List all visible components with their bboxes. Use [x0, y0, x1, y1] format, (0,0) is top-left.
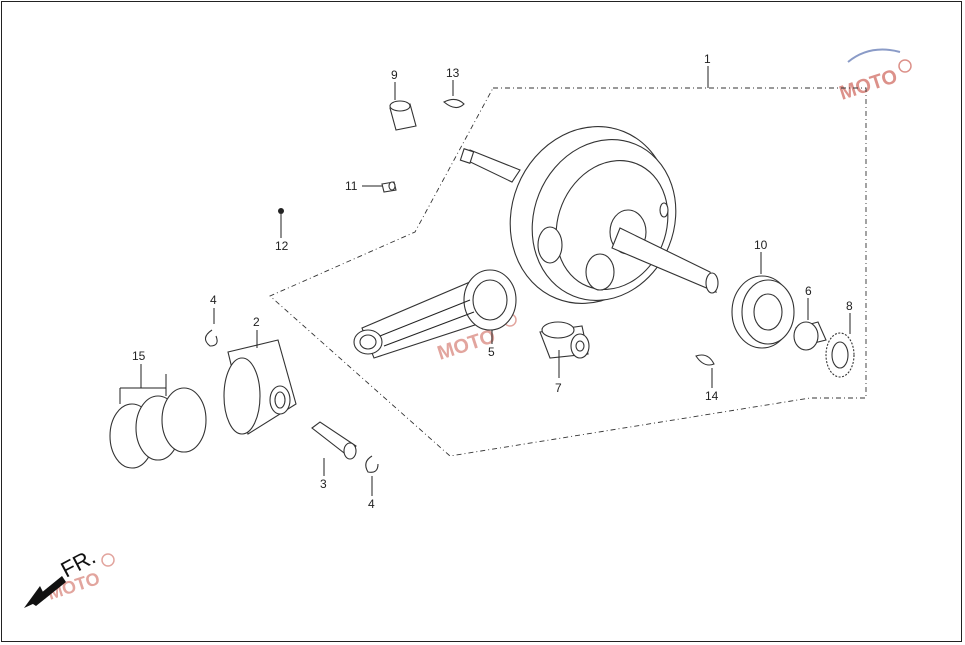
callout-5: 5: [488, 345, 495, 359]
callout-13: 13: [446, 66, 460, 80]
connecting-rod: [353, 269, 517, 359]
woodruff-key-upper: [443, 98, 465, 109]
callout-11: 11: [345, 179, 358, 193]
crankshaft-assembly-boundary: [269, 87, 867, 457]
crankshaft: [459, 126, 719, 304]
callout-4-lower: 4: [368, 497, 375, 511]
leader-lines: [119, 66, 851, 496]
callout-15: 15: [132, 349, 146, 363]
timing-sprocket: [825, 332, 855, 378]
collar: [793, 321, 827, 351]
grease-point: [278, 208, 284, 214]
crankpin-bushing: [539, 321, 590, 359]
callout-3: 3: [320, 477, 327, 491]
ball-bearing: [731, 275, 795, 349]
callout-12: 12: [275, 239, 289, 253]
piston-pin: [311, 421, 357, 460]
callout-6: 6: [805, 284, 812, 298]
circlip-lower: [365, 455, 379, 473]
piston-ring-set: [109, 387, 207, 469]
small-pin: [381, 181, 397, 193]
bushing-top: [389, 100, 417, 131]
woodruff-key-lower: [695, 354, 715, 366]
callout-9: 9: [391, 68, 398, 82]
callout-14: 14: [705, 389, 719, 403]
callout-8: 8: [846, 299, 853, 313]
callout-7: 7: [555, 381, 562, 395]
front-direction-arrow: [24, 576, 66, 608]
callout-4-upper: 4: [210, 293, 217, 307]
piston: [223, 339, 297, 435]
svg-text:MOTO: MOTO: [837, 65, 901, 104]
callout-2: 2: [253, 315, 260, 329]
callout-10: 10: [754, 238, 768, 252]
watermark-logo-top-right: MOTO: [837, 48, 912, 105]
circlip-upper: [204, 329, 218, 347]
callout-1: 1: [704, 52, 711, 66]
